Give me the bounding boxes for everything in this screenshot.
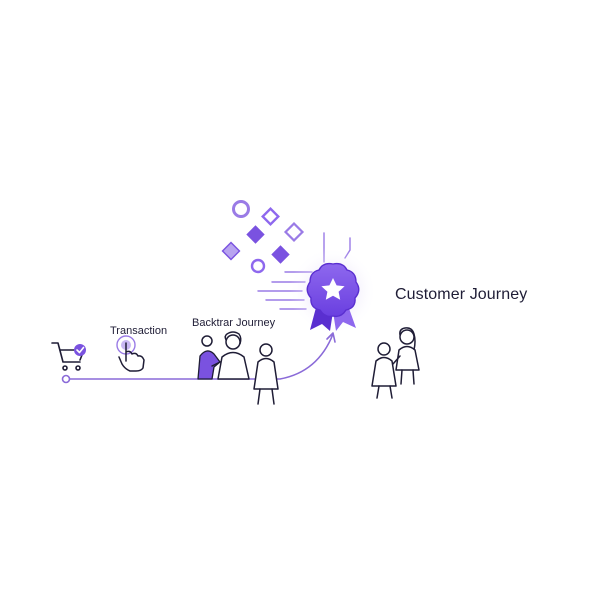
step-label-transaction: Transaction [110,325,168,337]
diamond-icon [246,225,265,244]
diamond-icon [261,207,280,226]
step-label-backtrack-journey: Backtrar Journey [192,317,276,329]
diamond-icon [283,221,305,243]
diagram-title: Customer Journey [395,286,528,303]
people-group-icon [371,327,420,399]
star-icon [321,278,345,300]
circle-icon [232,200,250,218]
check-badge-icon [74,344,86,356]
decorative-shapes [221,200,305,274]
circle-icon [250,258,266,274]
tap-hand-icon [116,335,145,372]
diamond-icon [221,241,241,261]
diamond-icon [271,245,290,264]
award-badge-icon [289,247,377,335]
person-icon [253,343,279,405]
people-group-icon [197,331,250,380]
